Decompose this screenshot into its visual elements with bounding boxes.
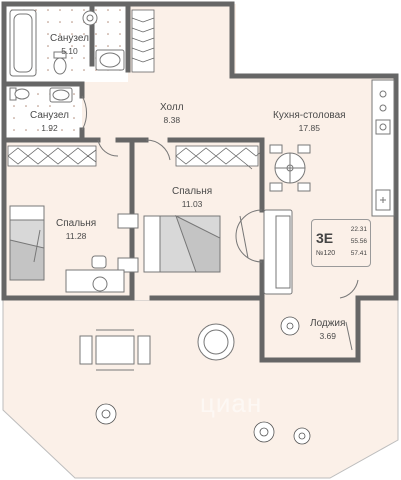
- room-name: Санузел: [30, 110, 69, 121]
- watermark: циан: [200, 388, 263, 418]
- room-area: 1.92: [41, 123, 58, 133]
- wardrobe-corridor: [131, 9, 155, 73]
- loggia-floor: [262, 300, 358, 358]
- apartment-badge: 3Е №120 22.31 55.56 57.41: [311, 219, 371, 267]
- room-area: 11.03: [181, 199, 203, 209]
- room-area: 8.38: [163, 115, 181, 125]
- room-name: Санузел: [50, 33, 89, 44]
- room-label-kitchen: Кухня-столовая 17.85: [273, 110, 346, 134]
- room-area: 17.85: [298, 123, 320, 133]
- bathtub-icon: [9, 9, 37, 77]
- bathroom-1-tile-pattern: [11, 9, 121, 71]
- outdoor-dining-set: [79, 329, 151, 371]
- area-living: 22.31: [350, 226, 367, 233]
- desk: [65, 269, 125, 293]
- bed-bedroom-1: [9, 205, 45, 281]
- hall-floor: [82, 82, 262, 140]
- sink-2-icon: [49, 87, 73, 103]
- room-name: Лоджия: [310, 318, 346, 329]
- plant-2-icon: [253, 421, 275, 443]
- toilet-2-icon: [9, 87, 30, 101]
- sink-icon: [95, 49, 125, 71]
- shower-icon: [82, 10, 98, 26]
- room-area: 5.10: [61, 46, 78, 56]
- area-total: 57.41: [350, 250, 367, 257]
- room-name: Спальня: [56, 218, 97, 229]
- round-chair: [197, 323, 235, 361]
- room-area: 11.28: [65, 231, 87, 241]
- desk-chair: [91, 255, 107, 269]
- room-label-bedroom-1: Спальня 11.28: [56, 218, 96, 242]
- apartment-type: 3Е: [316, 230, 334, 246]
- room-name: Кухня-столовая: [273, 110, 346, 121]
- dining-table: [269, 144, 311, 192]
- sofa: [263, 209, 293, 295]
- plant-icon: [95, 403, 117, 425]
- room-label-hall: Холл 8.38: [160, 102, 184, 126]
- room-name: Спальня: [172, 186, 213, 197]
- apartment-number: №120: [316, 250, 336, 257]
- room-label-bedroom-2: Спальня 11.03: [172, 186, 212, 210]
- plant-4-icon: [280, 316, 300, 336]
- plant-3-icon: [293, 427, 311, 445]
- bed-bedroom-2: [117, 213, 221, 273]
- room-label-loggia: Лоджия 3.69: [310, 318, 345, 342]
- room-label-bathroom-1: Санузел 5.10: [50, 33, 89, 57]
- doors: [33, 95, 359, 351]
- room-area: 3.69: [319, 331, 336, 341]
- room-name: Холл: [160, 102, 184, 113]
- area-net: 55.56: [350, 238, 367, 245]
- toilet-icon: [53, 51, 67, 75]
- wardrobe-bedroom-1: [7, 145, 97, 167]
- wardrobe-bedroom-2: [175, 145, 263, 170]
- kitchen-counter: [371, 79, 395, 217]
- room-label-bathroom-2: Санузел 1.92: [30, 110, 69, 134]
